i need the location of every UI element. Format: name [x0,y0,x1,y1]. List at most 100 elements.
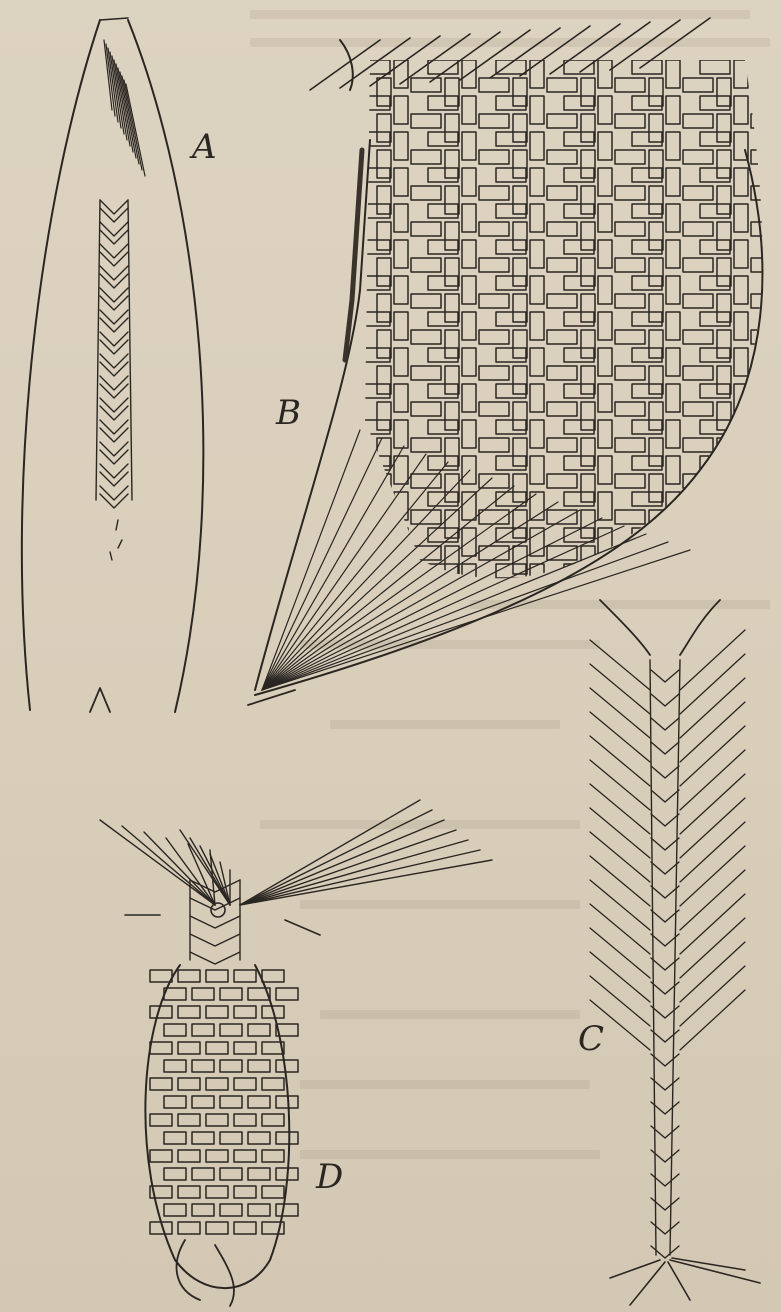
weave-block [479,186,509,200]
fanned-strand [262,518,602,690]
weave-block [462,96,476,124]
weave-block [206,1114,228,1126]
weave-block [394,348,408,376]
braid-chevron [100,472,128,486]
weave-block [564,492,594,506]
top-strand [610,20,680,70]
weave-block [581,330,595,358]
braid-chevron [651,1078,679,1090]
weave-block [428,420,458,434]
weave-block [700,276,730,290]
weave-block [530,204,544,232]
weave-block [666,96,680,124]
side-strand [590,808,650,858]
weave-block [700,96,730,110]
weave-block [206,1006,228,1018]
weave-block [751,366,781,380]
weave-block [547,258,577,272]
weave-block [734,60,748,88]
weave-block [564,456,594,470]
weave-block [206,1222,228,1234]
weave-block [768,132,781,146]
weave-block [632,384,662,398]
weave-block [581,186,595,214]
weave-block [178,970,200,982]
weave-block [513,330,527,358]
weave-block [513,114,527,142]
braid-chevron [651,1246,679,1258]
figure-label-a: A [192,130,217,164]
weave-block [683,78,713,92]
weave-block [377,438,391,466]
weave-block [768,492,781,506]
weave-block [717,510,731,538]
weave-block [377,78,391,106]
braid-chevron [651,838,679,850]
weave-block [649,366,663,394]
weave-block [411,114,441,128]
weave-block [547,150,577,164]
weave-block [751,474,781,488]
weave-block [717,78,731,106]
weave-block [768,456,781,470]
weave-block [717,258,731,286]
side-strand [590,688,650,738]
weave-block [683,330,713,344]
weave-block [377,186,391,214]
weave-block [734,312,748,340]
braid-chevron [651,910,679,922]
weave-block [206,1078,228,1090]
weave-block [615,546,645,560]
weave-block [377,114,391,142]
weave-block [394,240,408,268]
weave-block [178,1114,200,1126]
weave-block [717,330,731,358]
weave-block [700,132,730,146]
weave-block [547,474,577,488]
weave-block [462,384,476,412]
weave-block [547,510,577,524]
weave-block [360,132,390,146]
weave-block [632,204,662,218]
weave-block [717,294,731,322]
weave-block [581,258,595,286]
side-strand [590,712,650,762]
weave-block [547,294,577,308]
side-strand [590,928,650,978]
braid-chevron [100,406,128,420]
weave-block [394,204,408,232]
fanned-strand [122,826,215,905]
weave-block [428,204,458,218]
weave-block [513,366,527,394]
braid-chevron [100,296,128,310]
weave-block [445,330,459,358]
weave-block [513,510,527,538]
weave-block [751,402,781,416]
weave-block [632,348,662,362]
weave-block [150,1078,172,1090]
braid-chevron [651,814,679,826]
weave-block [394,312,408,340]
weave-block [751,78,781,92]
weave-block [360,240,390,254]
weave-block [462,312,476,340]
weave-block [150,1006,172,1018]
weave-block [581,582,595,610]
braid-chevron [190,916,240,928]
weave-block [394,96,408,124]
weave-block [220,1204,242,1216]
weave-block [462,132,476,160]
weave-block [445,222,459,250]
weave-block [530,384,544,412]
weave-block [751,258,781,272]
weave-block [717,150,731,178]
weave-block [768,312,781,326]
weave-block [683,546,713,560]
weave-block [394,420,408,448]
weave-block [220,1132,242,1144]
weave-block [581,150,595,178]
weave-block [206,970,228,982]
weave-block [547,78,577,92]
weave-block [150,970,172,982]
fanned-strand [240,850,480,905]
